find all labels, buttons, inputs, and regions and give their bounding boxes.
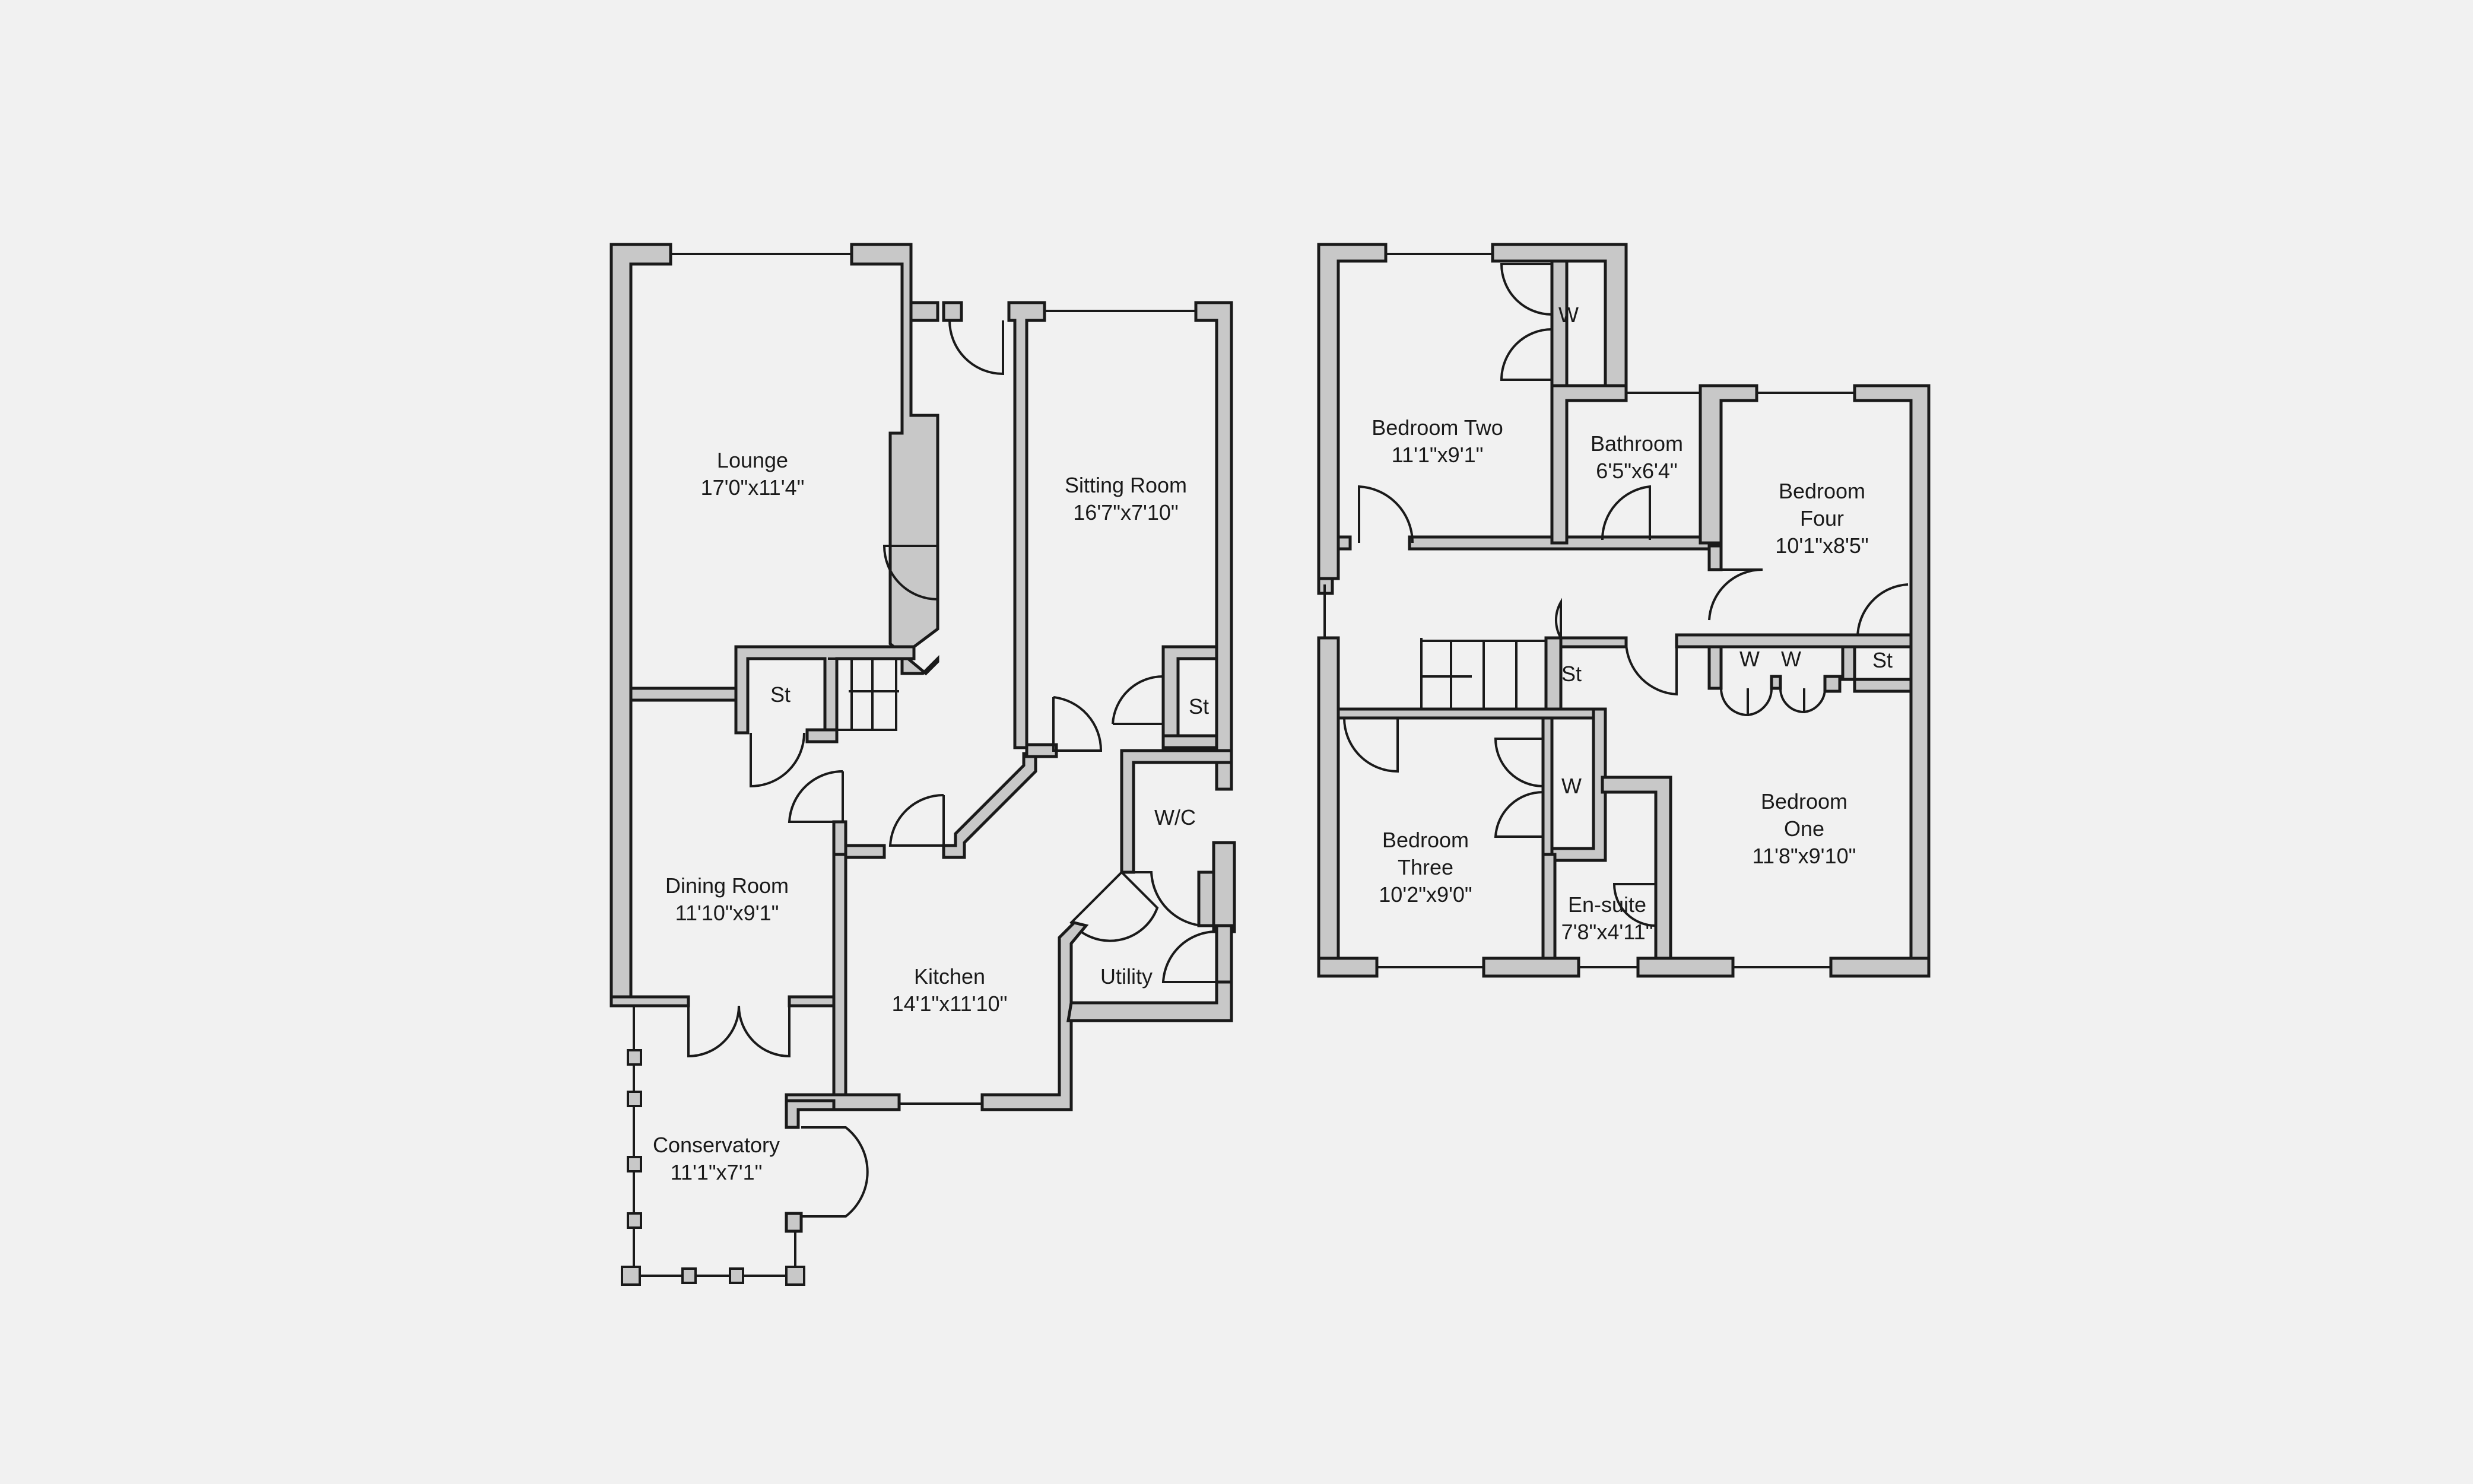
wall-wc-bottom: [1197, 870, 1215, 927]
wall-bed1-bottom-right: [1829, 957, 1931, 978]
ground-floor: [609, 243, 1236, 1286]
door-ensuite: [1612, 883, 1656, 927]
mullion: [627, 1156, 642, 1172]
door-bed1: [1625, 643, 1678, 696]
wall-bed4-left: [1707, 544, 1723, 571]
door-store-2: [1112, 675, 1164, 725]
wall-bed4-right: [1853, 384, 1931, 966]
mullion: [729, 1267, 744, 1284]
door-store-3: [1554, 598, 1562, 638]
mullion: [627, 1212, 642, 1229]
wall-bed3-left: [1317, 636, 1340, 975]
stairs-first: [1420, 638, 1546, 709]
wall-wardrobe-bed3: [1541, 716, 1554, 862]
wall-bed4-bottom: [1675, 633, 1913, 649]
first-floor: [1317, 243, 1931, 978]
stairs-ground: [828, 657, 899, 731]
door-hall-kitchen: [888, 793, 945, 847]
wall-bed3-bottom-right: [1482, 957, 1580, 978]
wall-sitting-store-bottom: [1161, 734, 1218, 749]
door-bed3: [1343, 717, 1399, 773]
wall-wc-right: [1212, 841, 1236, 933]
door-conservatory: [801, 1126, 869, 1218]
door-wc: [1122, 871, 1214, 927]
door-front: [948, 320, 1004, 376]
wall-dining-bottom: [609, 995, 690, 1008]
wall-hall-top: [909, 301, 939, 322]
wall-dining-bottom-right: [788, 995, 836, 1008]
door-bed4: [1708, 568, 1763, 621]
label-wardrobe-2: W: [1739, 647, 1760, 671]
doors-wardrobe-bed2: [1500, 263, 1553, 381]
door-dining: [788, 770, 844, 823]
door-bath: [1601, 485, 1651, 541]
wall-bed3-bottom: [1317, 957, 1379, 978]
wall-store-bottom: [805, 728, 839, 743]
wall-utility-right: [1215, 924, 1233, 984]
mullion: [621, 1266, 641, 1286]
door-sitting: [1052, 696, 1103, 752]
wall-bed2-bottom: [1337, 535, 1352, 551]
wall-hall-lower: [844, 844, 886, 859]
door-utility-back: [1161, 930, 1218, 983]
wall-wardrobe-bed1: [1707, 645, 1842, 693]
wall-landing-mid: [1559, 636, 1628, 649]
door-bed2: [1358, 485, 1414, 544]
label-store-2: St: [1189, 694, 1209, 719]
label-utility: Utility: [1100, 964, 1153, 989]
wall-ensuite-left: [1541, 853, 1557, 975]
door-store-1: [750, 732, 805, 788]
wall-conservatory-post: [785, 1212, 803, 1233]
wall-kitchen-bottom-right: [980, 921, 1089, 1111]
door-lounge: [882, 545, 939, 601]
door-store-4: [1856, 583, 1909, 639]
wall-store-3: [1544, 636, 1563, 711]
doors-dining-conservatory: [687, 1005, 791, 1058]
wall-sitting-right: [1194, 301, 1233, 791]
label-wardrobe-1: W: [1558, 303, 1579, 327]
wall-kitchen-left: [832, 853, 847, 1102]
mullion: [627, 1049, 642, 1066]
wall-sitting-bottom: [1025, 743, 1058, 758]
wall-sitting-left: [1007, 301, 1046, 749]
wall-bath-left: [1550, 384, 1628, 545]
wall-lounge-left: [609, 243, 672, 1008]
wall-lounge-top-right: [850, 243, 939, 676]
door-kitchen-utility: [1069, 870, 1159, 942]
wall-hall-diagonal: [942, 752, 1037, 859]
wall-hall-porch: [942, 301, 963, 322]
label-store-1: St: [770, 682, 791, 707]
wall-bed1-bottom: [1636, 957, 1735, 978]
doors-wardrobe-bed3: [1494, 738, 1544, 838]
wall-lounge-dining: [629, 687, 738, 702]
mullion: [681, 1267, 697, 1284]
label-store-3: St: [1561, 662, 1582, 686]
label-wardrobe-3: W: [1781, 647, 1801, 671]
wall-store-4: [1841, 645, 1913, 693]
wall-bed2-left-top: [1317, 243, 1388, 580]
doors-wardrobe-bed1: [1720, 688, 1827, 717]
wall-bath-right: [1699, 384, 1758, 545]
label-wc: W/C: [1154, 805, 1196, 830]
label-store-4: St: [1872, 648, 1893, 672]
mullion: [785, 1266, 805, 1286]
label-wardrobe-4: W: [1561, 774, 1582, 798]
mullion: [627, 1091, 642, 1107]
wall-conservatory-top: [785, 1099, 836, 1129]
